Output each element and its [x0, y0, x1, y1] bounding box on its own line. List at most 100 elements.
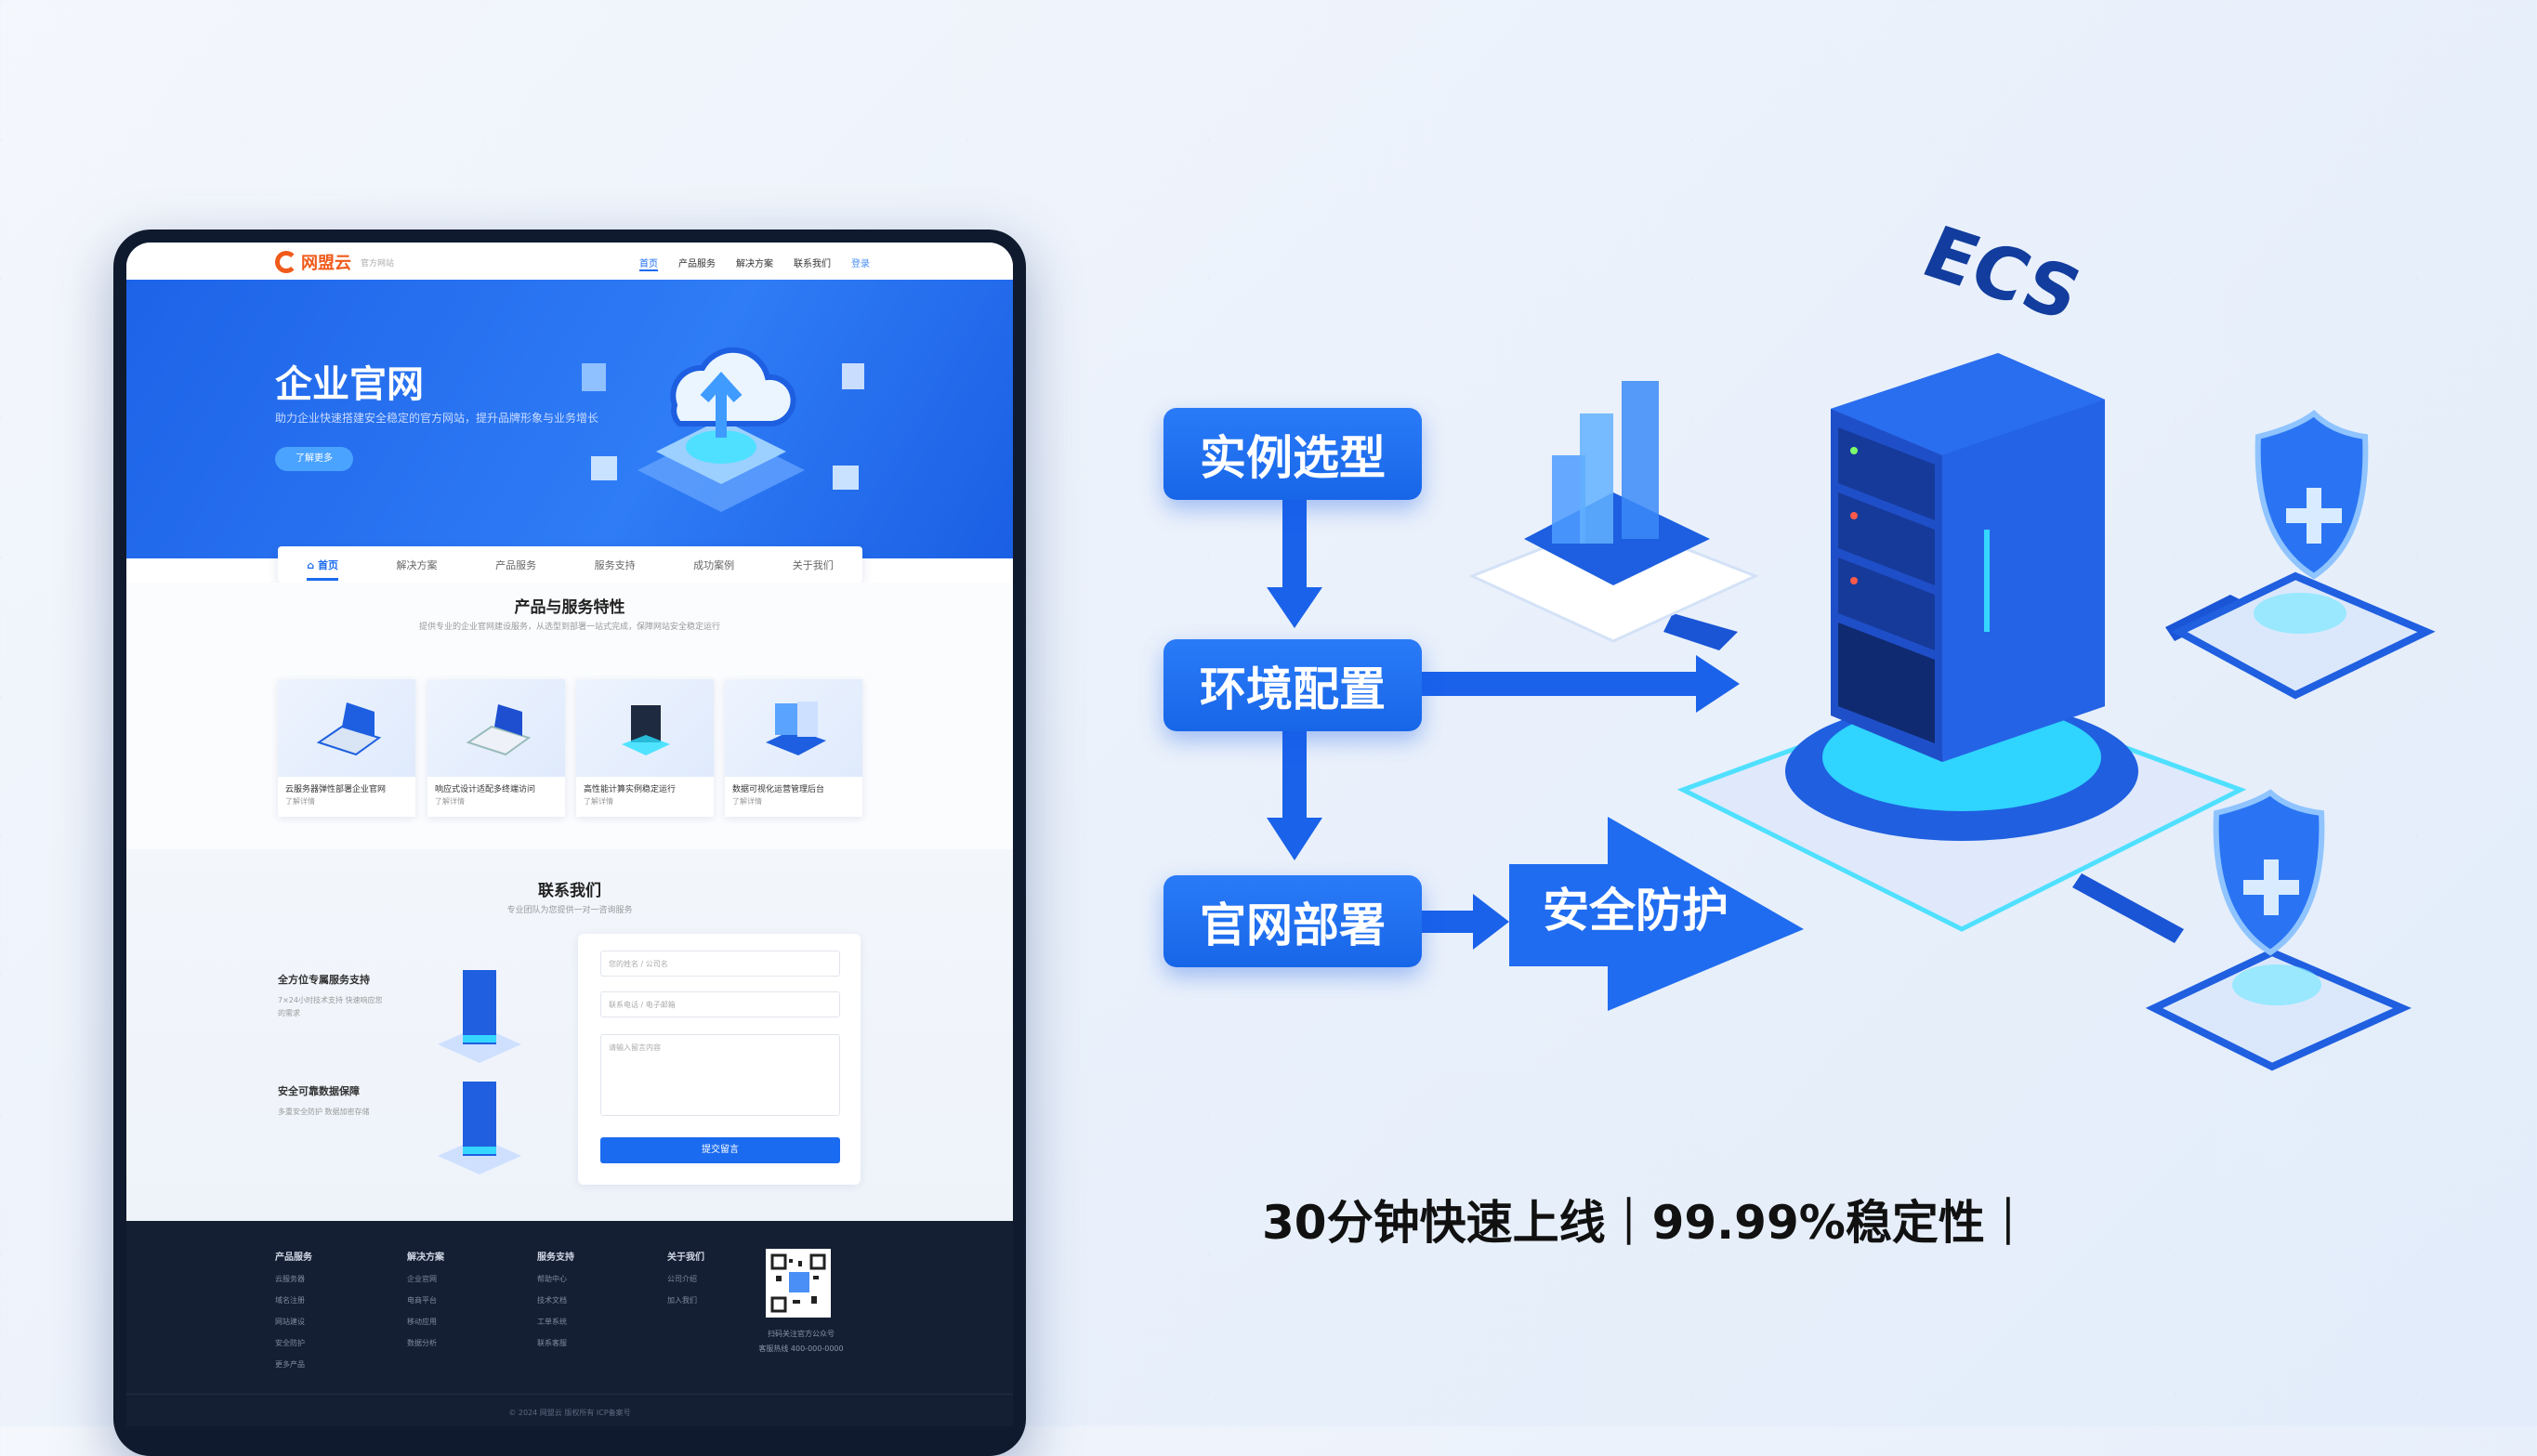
message-textarea[interactable]: 请输入留言内容 [600, 1034, 840, 1116]
card-tag: 了解详情 [732, 797, 762, 806]
arrow-head [1473, 894, 1509, 950]
footer-heading: 产品服务 [275, 1253, 312, 1263]
footer-link[interactable]: 安全防护 [275, 1339, 305, 1347]
hero-banner: 企业官网 助力企业快速搭建安全稳定的官方网站，提升品牌形象与业务增长 了解更多 [126, 280, 1013, 558]
footer-column: 关于我们公司介绍加入我们 [667, 1249, 704, 1317]
security-arrow-shape [1509, 817, 1804, 1011]
server-cube-illustration [576, 679, 714, 777]
hero-cta-button[interactable]: 了解更多 [275, 447, 353, 471]
footer-link[interactable]: 加入我们 [667, 1296, 697, 1305]
footer-link[interactable]: 移动应用 [407, 1318, 437, 1326]
products-title: 产品与服务特性 [514, 598, 625, 617]
nav-products[interactable]: 产品服务 [678, 259, 716, 269]
product-card[interactable]: 数据可视化运营管理后台了解详情 [725, 679, 862, 817]
product-card[interactable]: 响应式设计适配多终端访问了解详情 [427, 679, 565, 817]
copyright: © 2024 网盟云 版权所有 ICP备案号 [126, 1394, 1013, 1418]
footer-column: 服务支持帮助中心技术文档工单系统联系客服 [537, 1249, 574, 1359]
tab-about[interactable]: 关于我们 [792, 558, 834, 571]
tab-support[interactable]: 服务支持 [594, 558, 636, 571]
hero-subtitle: 助力企业快速搭建安全稳定的官方网站，提升品牌形象与业务增长 [275, 412, 599, 425]
footer-link[interactable]: 数据分析 [407, 1339, 437, 1347]
site-footer: 产品服务云服务器域名注册网站建设安全防护更多产品 解决方案企业官网电商平台移动应… [126, 1221, 1013, 1426]
server-illustrations [438, 970, 521, 1174]
logo-subtitle: 官方网站 [361, 258, 395, 269]
nav-contact[interactable]: 联系我们 [794, 259, 831, 269]
arrow-head [1696, 655, 1740, 713]
footer-link[interactable]: 电商平台 [407, 1296, 437, 1305]
laptop-illustration [427, 679, 565, 777]
footer-link[interactable]: 帮助中心 [537, 1275, 567, 1283]
analytics-bars-illustration [1468, 381, 1759, 643]
card-title: 数据可视化运营管理后台 [732, 785, 825, 794]
card-title: 响应式设计适配多终端访问 [435, 785, 536, 794]
feature-title: 全方位专属服务支持 [278, 974, 370, 986]
step-environment-config: 环境配置 [1163, 639, 1422, 731]
tab-home[interactable]: ⌂ 首页 [307, 557, 338, 581]
nav-login[interactable]: 登录 [851, 259, 870, 269]
tab-cases[interactable]: 成功案例 [693, 558, 735, 571]
feature-desc: 多重安全防护 数据加密存储 [278, 1108, 370, 1116]
footer-link[interactable]: 云服务器 [275, 1275, 305, 1283]
products-subtitle: 提供专业的企业官网建设服务，从选型到部署一站式完成，保障网站安全稳定运行 [418, 623, 720, 632]
nav-home[interactable]: 首页 [639, 256, 658, 271]
laptop-illustration [278, 679, 415, 777]
footer-link[interactable]: 联系客服 [537, 1339, 567, 1347]
product-card[interactable]: 高性能计算实例稳定运行了解详情 [576, 679, 714, 817]
contact-form: 您的姓名 / 公司名 联系电话 / 电子邮箱 请输入留言内容 提交留言 [578, 934, 861, 1185]
tagline: 30分钟快速上线｜99.99%稳定性｜ [1262, 1196, 2031, 1250]
dashboard-illustration [725, 679, 862, 777]
step-security: 安全防护 [1543, 884, 1729, 938]
footer-link[interactable]: 工单系统 [537, 1318, 567, 1326]
footer-column: 解决方案企业官网电商平台移动应用数据分析 [407, 1249, 444, 1359]
footer-link[interactable]: 公司介绍 [667, 1275, 697, 1283]
contact-subtitle: 专业团队为您提供一对一咨询服务 [506, 906, 633, 915]
card-title: 云服务器弹性部署企业官网 [285, 785, 387, 794]
logo-icon [275, 251, 297, 273]
footer-heading: 解决方案 [407, 1253, 444, 1263]
feature-desc: 7×24小时技术支持 快速响应您的需求 [278, 996, 383, 1017]
ecs-server-illustration [1676, 353, 2247, 932]
card-tag: 了解详情 [435, 797, 465, 806]
contact-section: 联系我们 专业团队为您提供一对一咨询服务 全方位专属服务支持 7×24小时技术支持… [126, 849, 1013, 1221]
nav-solutions[interactable]: 解决方案 [736, 259, 773, 269]
step-instance-selection: 实例选型 [1163, 408, 1422, 500]
connector [2072, 873, 2184, 943]
tab-bar: ⌂ 首页 解决方案 产品服务 服务支持 成功案例 关于我们 [278, 546, 862, 583]
site-header: 网盟云 官方网站 首页 产品服务 解决方案 联系我们 登录 [126, 243, 1013, 280]
site-logo[interactable]: 网盟云 官方网站 [275, 250, 394, 274]
footer-heading: 服务支持 [537, 1253, 574, 1263]
connector [1663, 613, 1738, 650]
card-tag: 了解详情 [285, 797, 315, 806]
card-title: 高性能计算实例稳定运行 [584, 785, 677, 794]
website-preview: 网盟云 官方网站 首页 产品服务 解决方案 联系我们 登录 企业官网 助力企业快… [126, 243, 1013, 1426]
phone-input[interactable]: 联系电话 / 电子邮箱 [600, 991, 840, 1017]
shield-icon [2145, 789, 2412, 1071]
footer-link[interactable]: 域名注册 [275, 1296, 305, 1305]
tab-solutions[interactable]: 解决方案 [396, 558, 438, 571]
arrow-down-1 [1282, 500, 1307, 593]
footer-link[interactable]: 网站建设 [275, 1318, 305, 1326]
hero-title: 企业官网 [275, 363, 424, 406]
footer-heading: 关于我们 [667, 1253, 704, 1263]
contact-title: 联系我们 [538, 882, 601, 900]
contact-feature: 全方位专属服务支持 7×24小时技术支持 快速响应您的需求 [278, 972, 389, 1020]
arrow-down-2 [1282, 729, 1307, 822]
qr-code [766, 1249, 831, 1318]
tab-products[interactable]: 产品服务 [495, 558, 537, 571]
arrow-head [1267, 587, 1322, 628]
name-input[interactable]: 您的姓名 / 公司名 [600, 951, 840, 977]
shield-icon [2171, 410, 2436, 700]
logo-text: 网盟云 [301, 254, 351, 273]
submit-button[interactable]: 提交留言 [600, 1137, 840, 1163]
arrow-right-deploy [1422, 911, 1478, 933]
footer-link[interactable]: 企业官网 [407, 1275, 437, 1283]
contact-line: 客服热线 400-000-0000 [758, 1345, 844, 1353]
product-card[interactable]: 云服务器弹性部署企业官网了解详情 [278, 679, 415, 817]
footer-link[interactable]: 更多产品 [275, 1360, 305, 1369]
home-icon: ⌂ [307, 558, 318, 571]
step-site-deployment: 官网部署 [1163, 875, 1422, 967]
footer-link[interactable]: 技术文档 [537, 1296, 567, 1305]
arrow-head [1267, 818, 1322, 860]
cloud-upload-illustration [582, 347, 864, 512]
qr-caption: 扫码关注官方公众号 [768, 1330, 835, 1338]
